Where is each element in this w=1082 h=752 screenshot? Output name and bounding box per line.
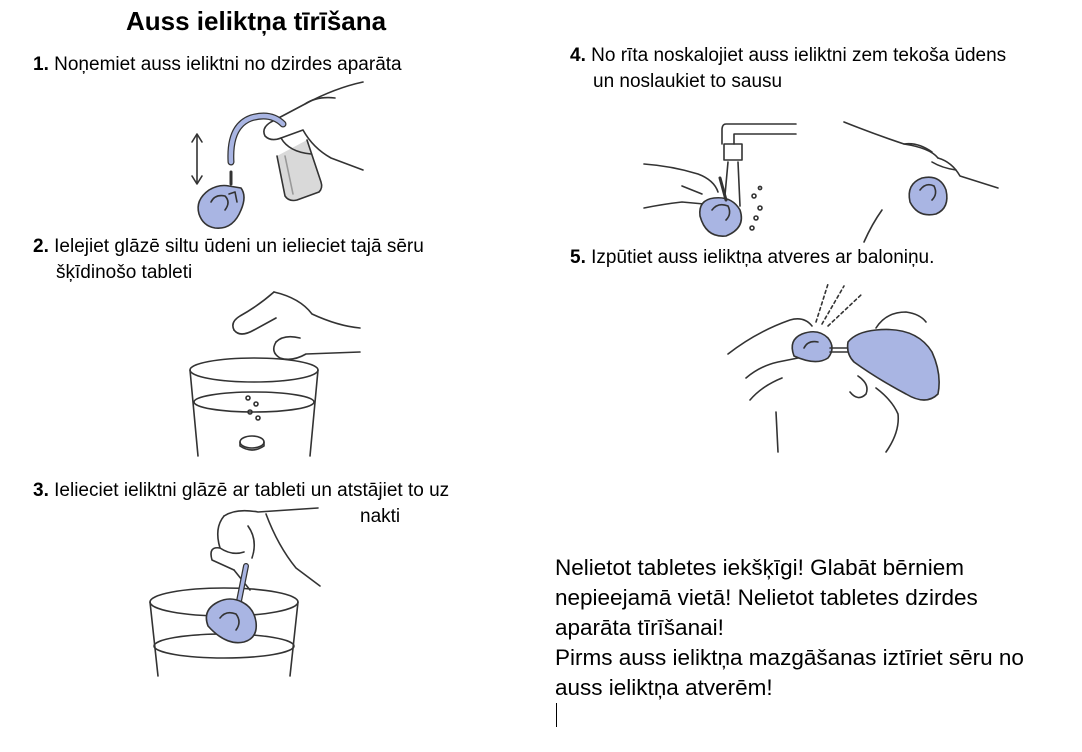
step-text: Noņemiet auss ieliktni no dzirdes aparāt… [54,54,402,75]
step-3: 3. Ielieciet ieliktni glāzē ar tableti u… [33,478,449,530]
step-text: Ielieciet ieliktni glāzē ar tableti un a… [54,480,450,501]
step-number: 4. [570,45,586,66]
step-text: Izpūtiet auss ieliktņa atveres ar baloni… [591,247,935,268]
rinse-dry-illustration [643,121,999,243]
bulb-blower-illustration [727,283,940,453]
text-caret [556,703,557,727]
warning-note: Nelietot tabletes iekšķīgi! Glabāt bērni… [555,553,1024,727]
warning-line: aparāta tīrīšanai! [555,615,724,640]
earmold-in-glass-illustration [149,507,321,677]
warning-line: Nelietot tabletes iekšķīgi! Glabāt bērni… [555,555,964,580]
step-4: 4. No rīta noskalojiet auss ieliktni zem… [570,43,1006,95]
step-1: 1. Noņemiet auss ieliktni no dzirdes apa… [33,52,402,78]
step-number: 5. [570,247,586,268]
warning-line-last: auss ieliktņa atverēm! [555,673,1024,727]
page-title: Auss ieliktņa tīrīšana [126,6,387,36]
step-number: 3. [33,480,49,501]
up-down-arrow-icon [191,133,203,185]
step-number: 1. [33,54,49,75]
warning-line: auss ieliktņa atverēm! [555,675,773,700]
step-text: Ielejiet glāzē siltu ūdeni un ielieciet … [54,236,424,257]
warning-line: nepieejamā vietā! Nelietot tabletes dzir… [555,585,978,610]
step-text-cont: šķīdinošo tableti [56,262,193,283]
tablet-glass-illustration [189,291,361,457]
step-text-cont: un noslaukiet to sausu [593,71,783,92]
step-5: 5. Izpūtiet auss ieliktņa atveres ar bal… [570,245,934,271]
step-2: 2. Ielejiet glāzē siltu ūdeni un ielieci… [33,234,424,286]
step-text-cont: nakti [360,506,401,527]
warning-line: Pirms auss ieliktņa mazgāšanas iztīriet … [555,645,1024,670]
hand-remove-earmold-illustration [191,81,364,229]
step-text: No rīta noskalojiet auss ieliktni zem te… [591,45,1007,66]
step-number: 2. [33,236,49,257]
